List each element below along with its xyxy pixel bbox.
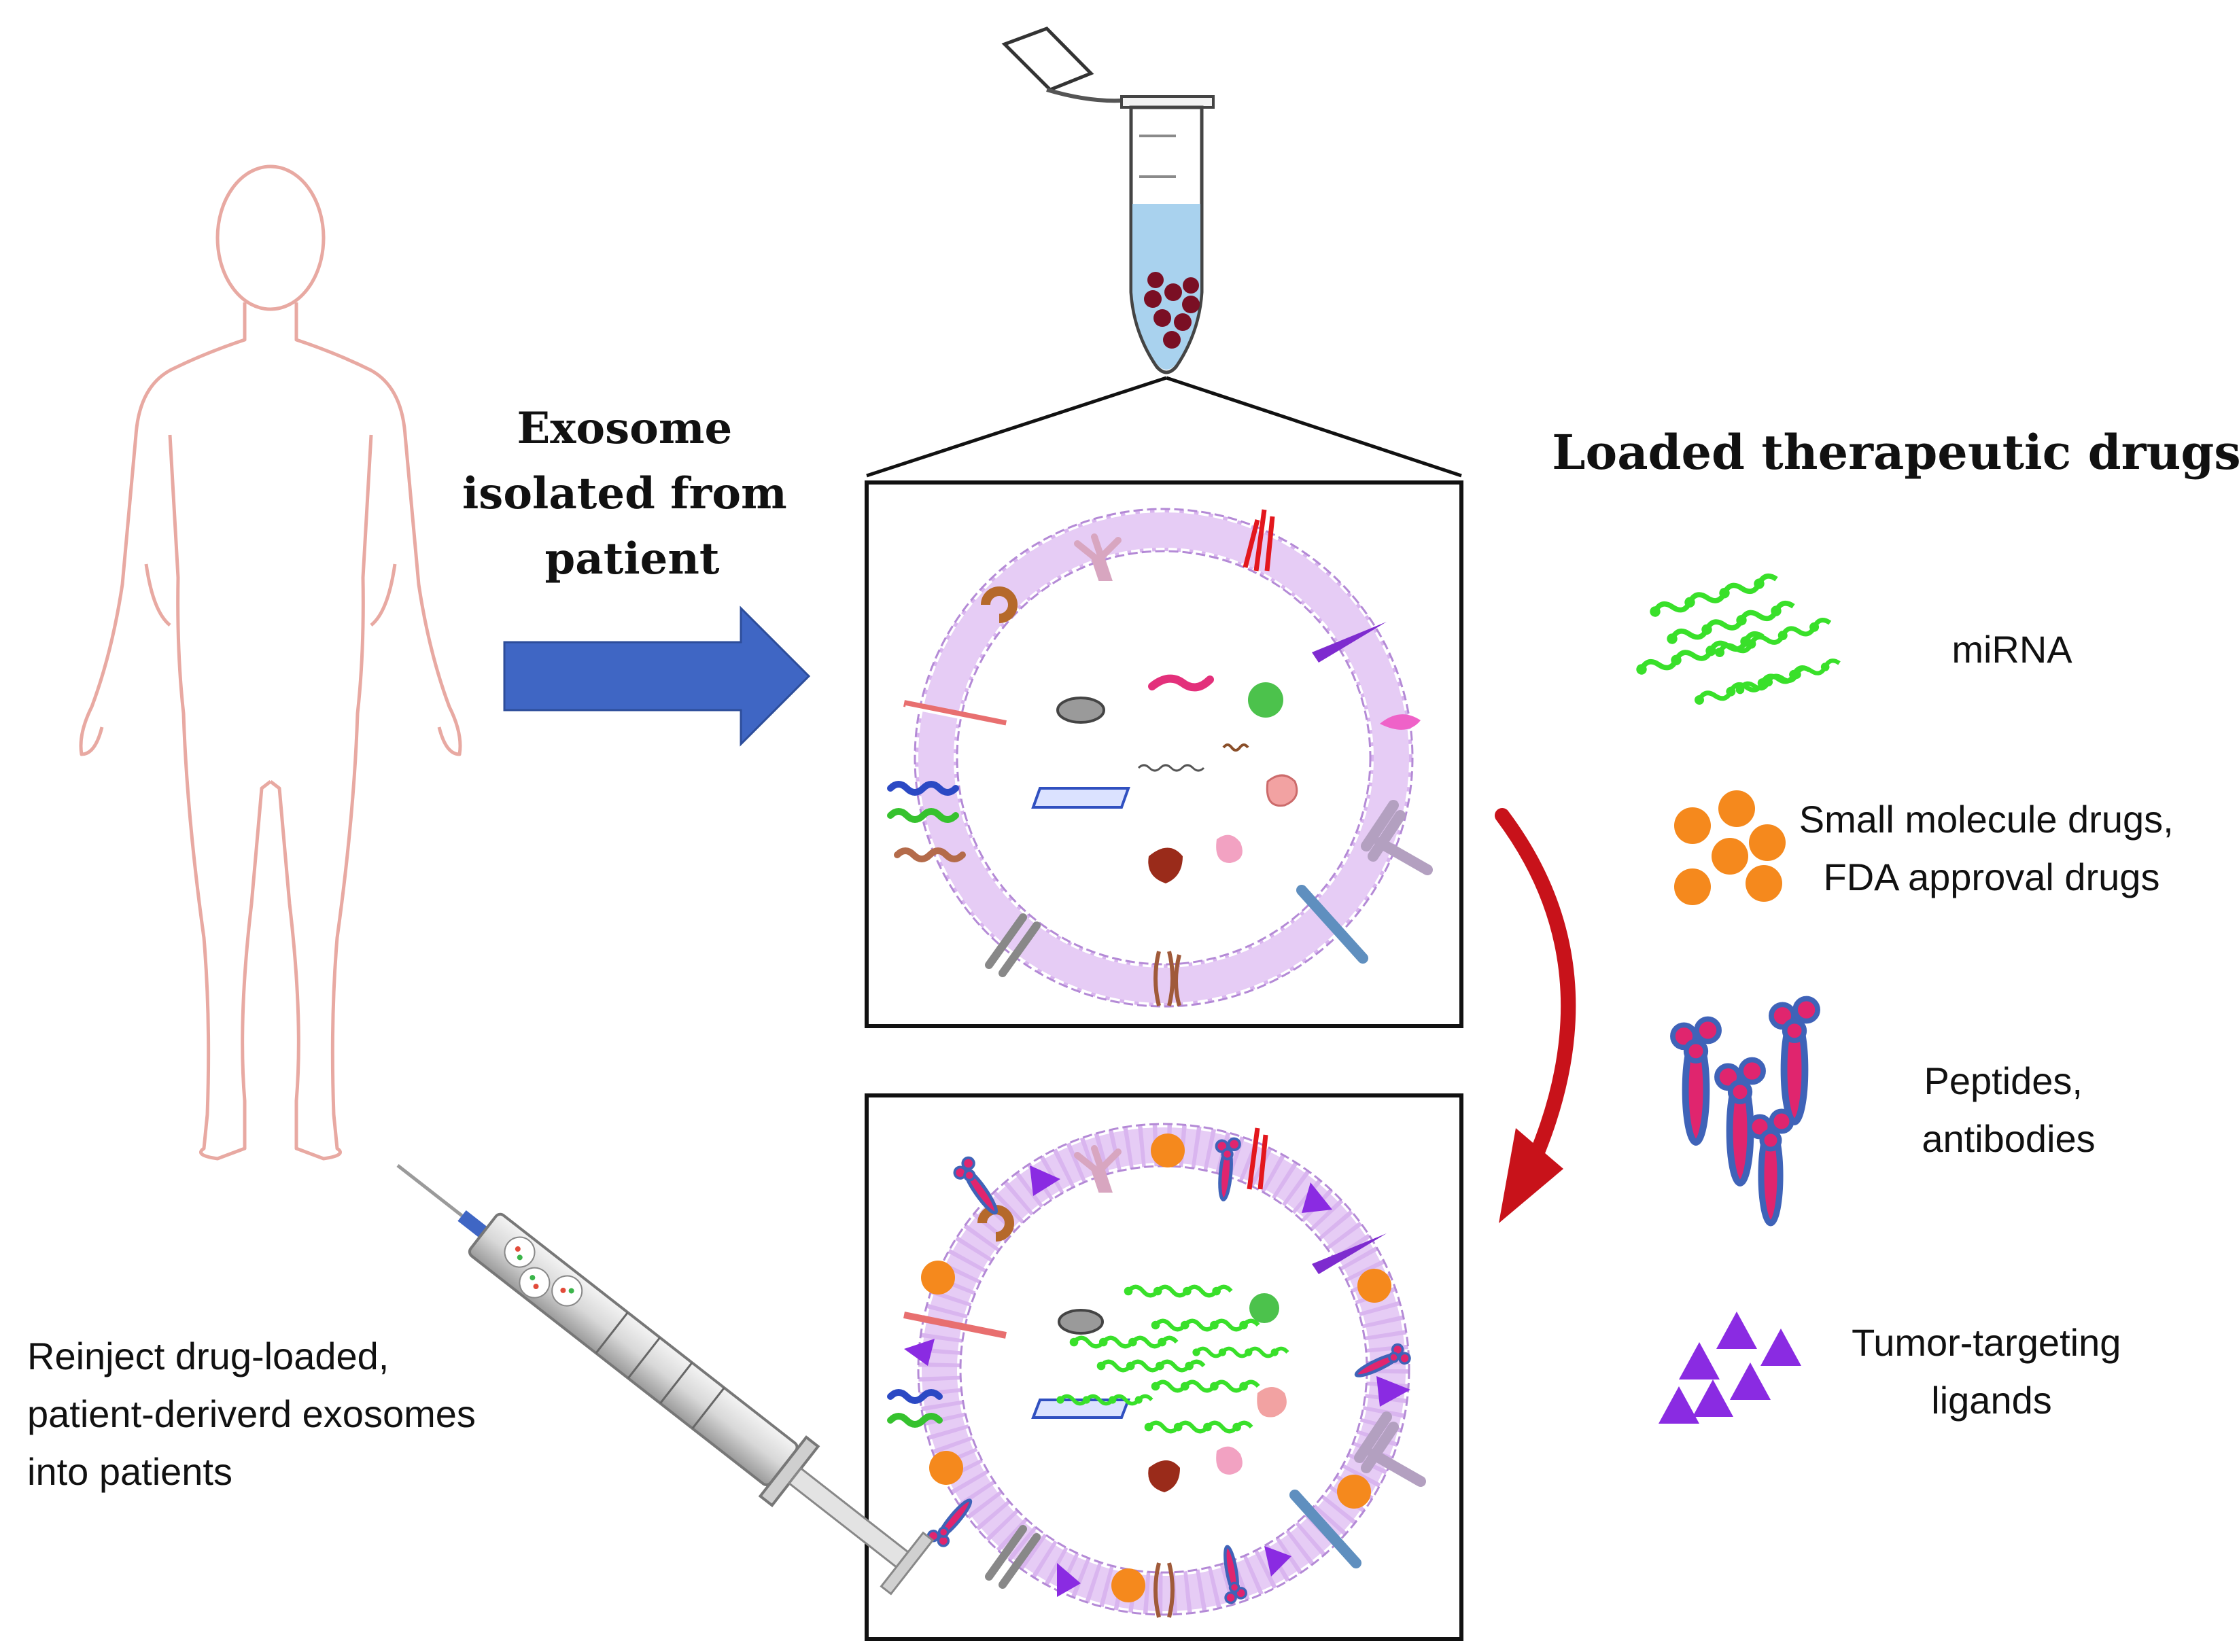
red-curved-arrow xyxy=(1495,808,1576,1223)
step-title: Exosome isolated from patient xyxy=(462,403,802,584)
blue-process-arrow xyxy=(503,605,811,747)
legend-ligand-icon xyxy=(1659,1312,1801,1424)
microcentrifuge-tube-icon xyxy=(1001,27,1215,374)
native-exosome-panel xyxy=(865,480,1463,1028)
syringe-icon xyxy=(396,1164,935,1596)
legend-antibody-icon xyxy=(1673,999,1818,1224)
legend-small-molecule-label: Small molecule drugs, FDA approval drugs xyxy=(1799,798,2184,898)
step-title-line-2: isolated from xyxy=(462,468,787,519)
legend-mirna-icon xyxy=(1635,574,1841,706)
loaded-exosome xyxy=(887,1123,1426,1618)
zoom-line-left xyxy=(866,376,1167,478)
reinject-caption: Reinject drug-loaded, patient-deriverd e… xyxy=(27,1335,486,1493)
step-title-line-3: patient xyxy=(545,533,720,584)
legend-small-molecule-icon xyxy=(1674,790,1786,905)
step-title-line-1: Exosome xyxy=(517,403,732,454)
native-exosome xyxy=(887,508,1433,1008)
human-body-outline-icon xyxy=(79,164,462,1161)
legend-peptides-label: Peptides, antibodies xyxy=(1922,1059,2095,1160)
legend-title: Loaded therapeutic drugs xyxy=(1552,424,2239,480)
zoom-line-right xyxy=(1166,376,1462,478)
legend-mirna-label: miRNA xyxy=(1951,628,2072,671)
legend-tumor-label: Tumor-targeting ligands xyxy=(1852,1321,2132,1422)
